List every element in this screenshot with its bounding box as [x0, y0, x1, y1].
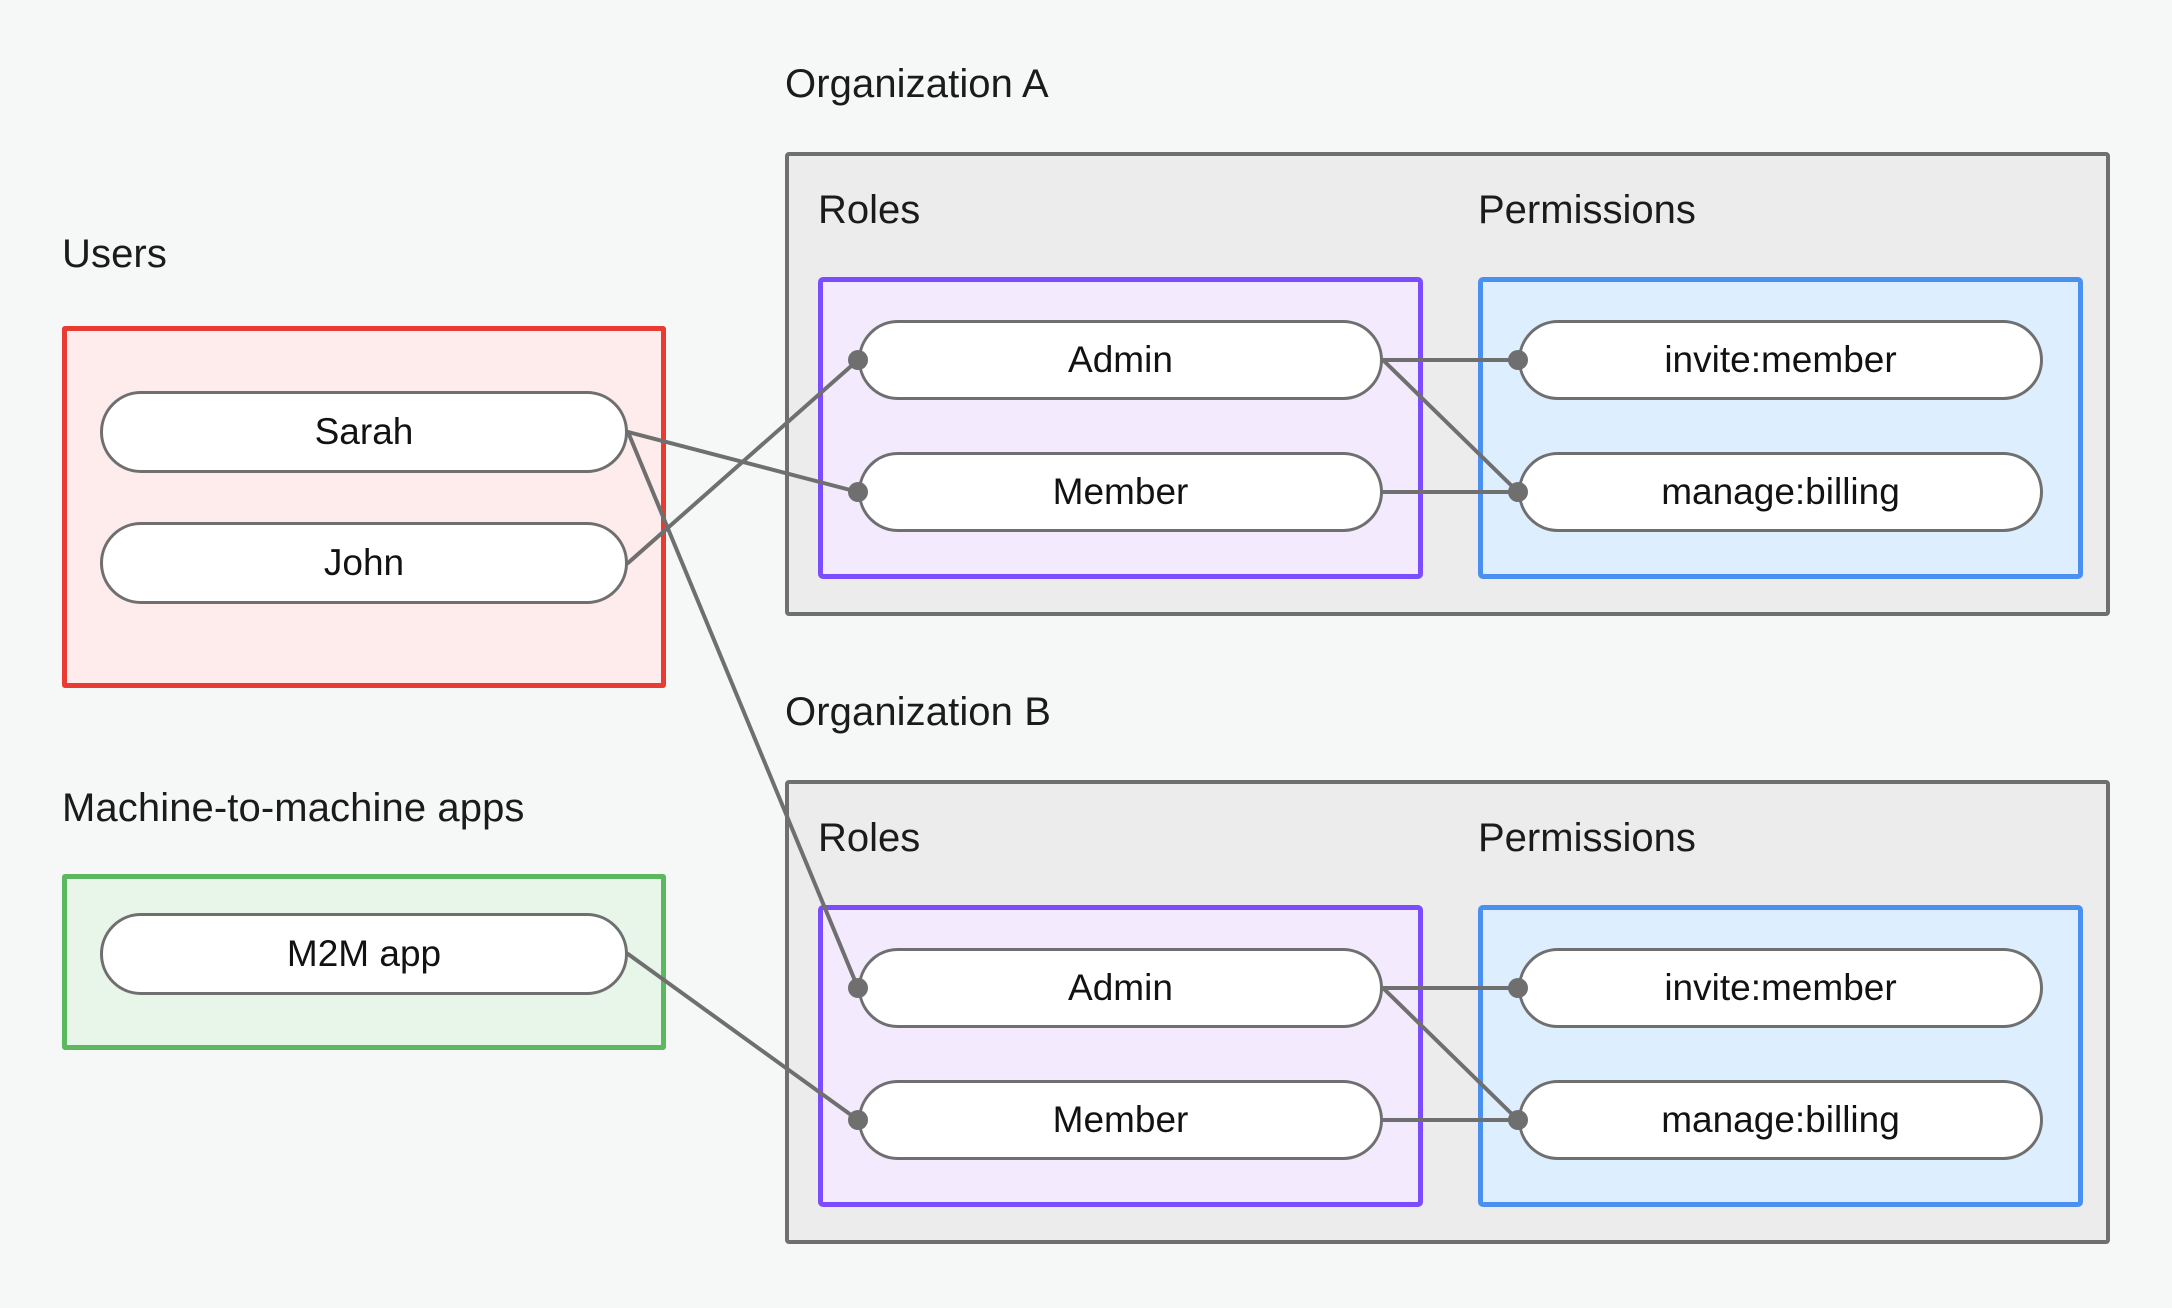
org-a-title: Organization A [785, 62, 1049, 106]
org-b-permission-manage-billing[interactable]: manage:billing [1518, 1080, 2043, 1160]
org-a-role-member[interactable]: Member [858, 452, 1383, 532]
connector-dot-org-a-admin-in [848, 350, 868, 370]
connector-dot-org-a-invite-member-in [1508, 350, 1528, 370]
m2m-node-app-label: M2M app [286, 933, 442, 974]
org-b-permission-manage-billing-label: manage:billing [1661, 1099, 1900, 1140]
connector-dot-org-b-member-in [848, 1110, 868, 1130]
connector-dot-org-b-manage-billing-in [1508, 1110, 1528, 1130]
org-a-role-admin-label: Admin [1068, 339, 1173, 380]
user-node-sarah-label: Sarah [314, 411, 414, 452]
org-b-role-admin[interactable]: Admin [858, 948, 1383, 1028]
org-a-roles-label: Roles [818, 188, 921, 232]
org-b-role-admin-label: Admin [1068, 967, 1173, 1008]
org-a-permission-manage-billing-label: manage:billing [1661, 471, 1900, 512]
org-b-role-member[interactable]: Member [858, 1080, 1383, 1160]
org-b-title: Organization B [785, 690, 1051, 734]
org-a-role-member-label: Member [1052, 471, 1189, 512]
org-b-permission-invite-member-label: invite:member [1664, 967, 1897, 1008]
users-container [62, 326, 666, 688]
org-a-permission-invite-member[interactable]: invite:member [1518, 320, 2043, 400]
org-a-permission-invite-member-label: invite:member [1664, 339, 1897, 380]
connector-dot-org-b-admin-in [848, 978, 868, 998]
org-a-permission-manage-billing[interactable]: manage:billing [1518, 452, 2043, 532]
m2m-group-title: Machine-to-machine apps [62, 786, 525, 830]
user-node-sarah[interactable]: Sarah [100, 391, 628, 473]
user-node-john-label: John [323, 542, 405, 583]
connector-dot-org-a-manage-billing-in [1508, 482, 1528, 502]
org-a-permissions-label: Permissions [1478, 188, 1696, 232]
connector-dot-org-a-member-in [848, 482, 868, 502]
org-a-role-admin[interactable]: Admin [858, 320, 1383, 400]
user-node-john[interactable]: John [100, 522, 628, 604]
org-b-role-member-label: Member [1052, 1099, 1189, 1140]
org-b-permissions-label: Permissions [1478, 816, 1696, 860]
org-b-permission-invite-member[interactable]: invite:member [1518, 948, 2043, 1028]
connector-dot-org-b-invite-member-in [1508, 978, 1528, 998]
users-group-title: Users [62, 232, 167, 276]
m2m-node-app[interactable]: M2M app [100, 913, 628, 995]
org-b-roles-label: Roles [818, 816, 921, 860]
